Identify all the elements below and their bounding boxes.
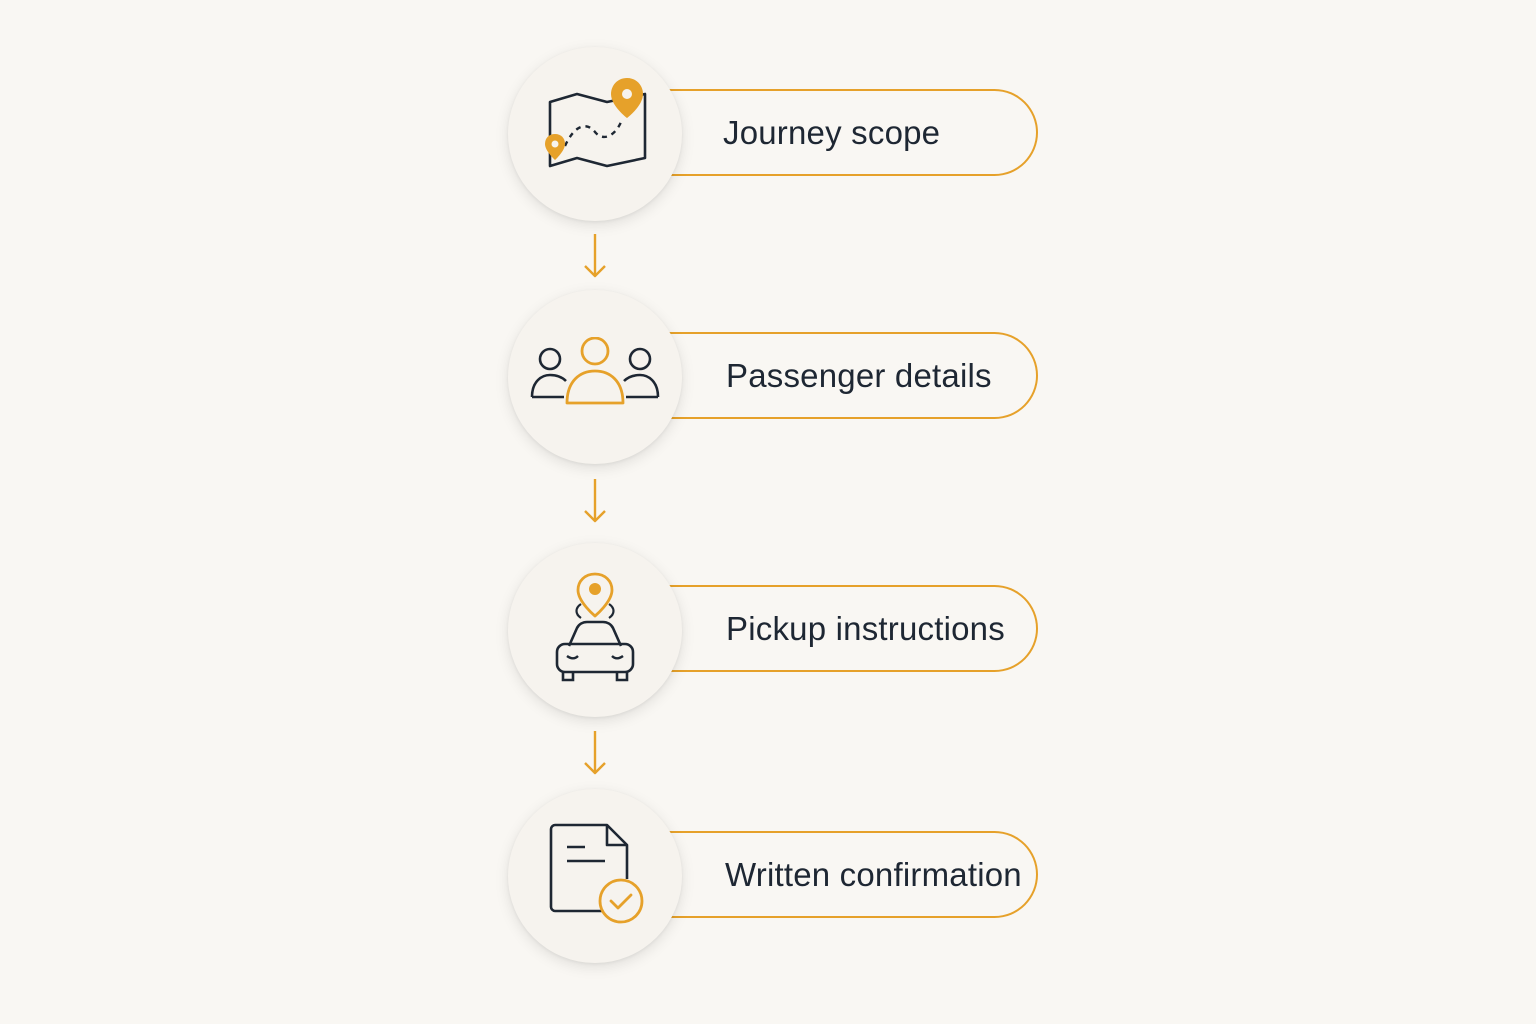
passengers-group-icon — [530, 337, 660, 405]
car-pickup-pin-icon — [555, 572, 635, 682]
flow-arrow-2 — [584, 479, 606, 523]
step-label: Journey scope — [723, 114, 941, 151]
step-pill — [658, 831, 1038, 918]
document-check-icon — [549, 823, 644, 924]
step-pill — [658, 89, 1038, 176]
step-journey-scope: Journey scope — [508, 47, 1048, 223]
flow-arrow-3 — [584, 731, 606, 775]
step-pill — [658, 585, 1038, 672]
step-passenger-details: Passenger details — [508, 290, 1048, 466]
step-pickup-instructions: Pickup instructions — [508, 543, 1048, 719]
map-route-icon — [545, 78, 647, 168]
step-written-confirmation: Written confirmation — [508, 789, 1048, 965]
step-icon-circle — [508, 543, 682, 717]
step-pill — [658, 332, 1038, 419]
step-icon-circle — [508, 789, 682, 963]
step-label: Pickup instructions — [726, 610, 1005, 647]
step-label: Passenger details — [726, 357, 992, 394]
flow-arrow-1 — [584, 234, 606, 278]
step-icon-circle — [508, 47, 682, 221]
step-label: Written confirmation — [725, 856, 1022, 893]
step-icon-circle — [508, 290, 682, 464]
